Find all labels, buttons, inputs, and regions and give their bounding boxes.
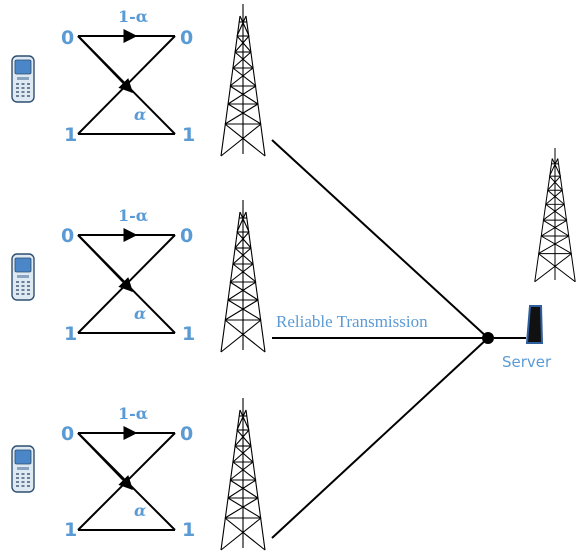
channel-2-input-1: 1 <box>64 323 77 345</box>
channel-2-input-0: 0 <box>61 225 74 247</box>
channel-1-arrow-cross <box>77 35 133 94</box>
junction-node <box>482 332 494 344</box>
channel-1-output-0: 0 <box>180 27 193 49</box>
channel-1-input-1: 1 <box>64 124 77 146</box>
channel-2-output-1: 1 <box>182 323 195 345</box>
cell-tower-icon <box>220 397 266 551</box>
mobile-phone-icon <box>11 253 35 301</box>
channel-3-input-1: 1 <box>64 519 77 541</box>
channel-3-output-0: 0 <box>180 423 193 445</box>
reliable-transmission-label: Reliable Transmission <box>276 312 428 331</box>
channel-2-output-0: 0 <box>180 225 193 247</box>
channel-1-input-0: 0 <box>61 27 74 49</box>
channel-1-straight-prob: 1-α <box>118 7 148 26</box>
channel-1-cross-prob: α <box>134 105 146 124</box>
channel-2-cross-prob: α <box>134 304 146 323</box>
channel-3-straight-prob: 1-α <box>118 404 148 423</box>
channel-3: 0 1 0 1 1-α α <box>11 397 266 551</box>
channel-2-arrow-cross <box>77 234 133 293</box>
channel-1: 0 1 0 1 1-α α <box>11 3 266 157</box>
channel-2-edge-1-0 <box>77 234 176 334</box>
cell-tower-icon <box>220 3 266 157</box>
backhaul-link-3 <box>271 337 489 539</box>
mobile-phone-icon <box>11 55 35 103</box>
channel-3-output-1: 1 <box>182 519 195 541</box>
server-label: Server <box>502 353 552 371</box>
channel-3-edge-1-0 <box>77 432 176 531</box>
channel-3-input-0: 0 <box>61 423 74 445</box>
channel-1-edge-1-0 <box>77 35 176 135</box>
channel-3-cross-prob: α <box>134 501 146 520</box>
channel-2: 0 1 0 1 1-α α <box>11 199 266 353</box>
cell-tower-icon <box>534 147 576 283</box>
channel-1-output-1: 1 <box>182 124 195 146</box>
cell-tower-icon <box>220 199 266 353</box>
mobile-phone-icon <box>11 445 35 493</box>
backhaul-link-1 <box>271 139 489 339</box>
server-icon <box>525 305 544 344</box>
channel-2-straight-prob: 1-α <box>118 206 148 225</box>
channel-3-arrow-cross <box>77 432 133 491</box>
